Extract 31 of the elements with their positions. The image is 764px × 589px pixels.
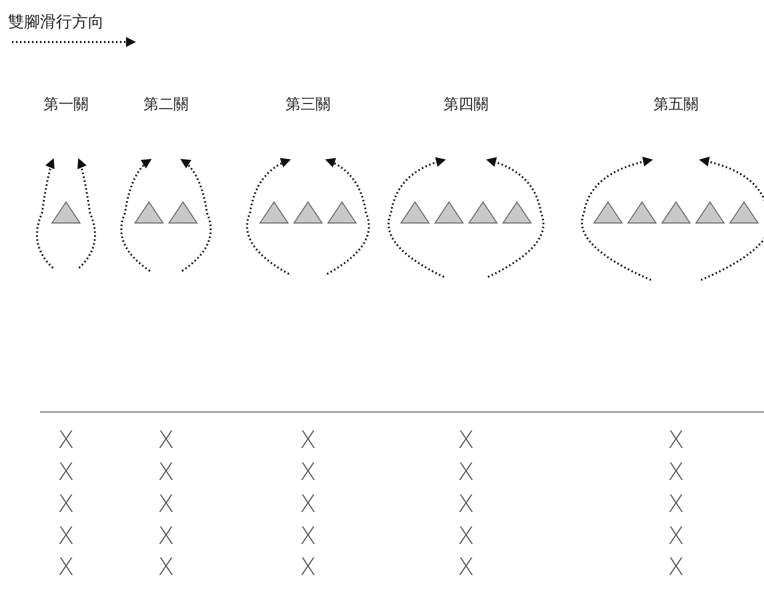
legend-text: 雙腳滑行方向 [8,12,104,33]
x-mark: X [668,458,684,486]
x-mark: X [458,458,474,486]
x-mark: X [58,490,74,518]
x-mark: X [58,426,74,454]
stage-title: 第五關 [654,95,698,114]
x-mark: X [668,553,684,581]
x-mark: X [668,490,684,518]
stage-title: 第二關 [144,95,188,114]
stage-title: 第四關 [444,95,488,114]
x-mark: X [458,522,474,550]
x-mark: X [458,553,474,581]
x-mark: X [458,426,474,454]
x-mark: X [668,426,684,454]
x-mark: X [668,522,684,550]
x-mark: X [300,553,316,581]
x-mark: X [158,553,174,581]
x-mark: X [58,522,74,550]
x-mark: X [158,490,174,518]
x-mark: X [300,490,316,518]
x-mark: X [58,553,74,581]
x-mark: X [458,490,474,518]
x-mark: X [58,458,74,486]
stage-title: 第一關 [44,95,88,114]
stage-title: 第三關 [286,95,330,114]
x-mark: X [158,458,174,486]
x-mark: X [300,458,316,486]
x-mark: X [158,522,174,550]
x-mark: X [158,426,174,454]
x-mark: X [300,522,316,550]
x-mark: X [300,426,316,454]
